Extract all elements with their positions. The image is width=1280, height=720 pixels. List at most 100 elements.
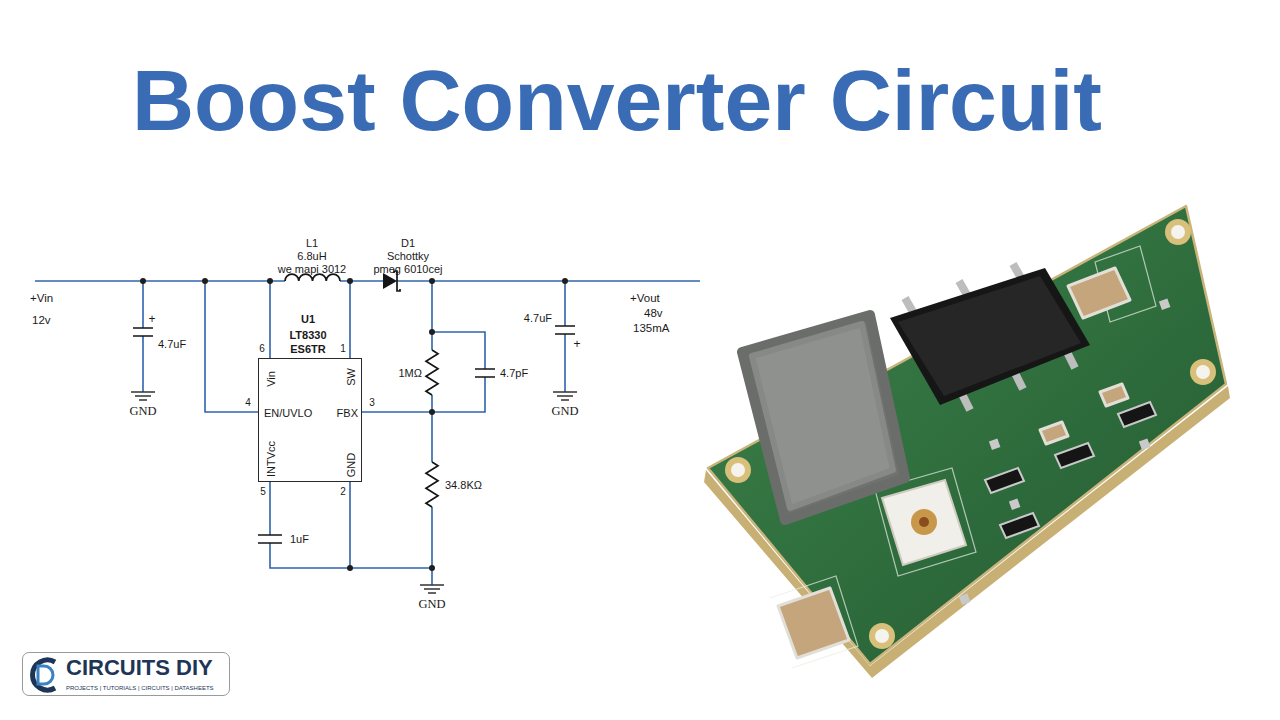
smd-resistor [985, 468, 1024, 493]
potentiometer-knob [911, 509, 937, 535]
junction-dot [429, 278, 435, 284]
mounting-holes [725, 219, 1216, 649]
hole [731, 463, 745, 477]
wire [431, 281, 433, 585]
logo-icon [33, 660, 55, 690]
logo-icon-d [38, 666, 53, 684]
wire [349, 281, 351, 358]
voltage-value: 48v [644, 306, 663, 320]
part-name: D1 [401, 237, 415, 250]
ground-label: GND [418, 597, 445, 612]
pin-name: EN/UVLO [264, 407, 312, 420]
ic-leg [905, 298, 913, 312]
solder-pad [1159, 299, 1171, 311]
pin-number: 2 [340, 486, 346, 498]
smd-resistor [1055, 443, 1094, 468]
inductor-top [752, 324, 893, 508]
junction-dot [562, 278, 568, 284]
pin-name: FBX [337, 407, 358, 420]
capacitor-symbol [555, 326, 575, 334]
ground-symbol [553, 392, 577, 400]
hole-pad [1165, 219, 1191, 245]
resistor-symbol [426, 462, 438, 507]
hole [1171, 225, 1185, 239]
ic-leg [1067, 352, 1075, 368]
hole [1196, 365, 1210, 379]
part-value: 4.7uF [158, 338, 186, 351]
polarity-mark: + [573, 337, 580, 351]
part-number: LT8330 ES6TR [282, 328, 334, 356]
logo-tagline: PROJECTS | TUTORIALS | CIRCUITS | DATASH… [66, 685, 214, 692]
hole-pad [869, 623, 895, 649]
wire [270, 482, 432, 568]
ceramic-capacitor [1068, 268, 1130, 318]
current-value: 135mA [633, 321, 669, 335]
junction-dot [267, 278, 273, 284]
wire [205, 281, 258, 412]
ic-chip: U1LT8330 ES6TRVinSWEN/UVLOFBXINTVccGND [258, 358, 362, 482]
page-title: Boost Converter Circuit [132, 52, 1102, 148]
solder-pad [1139, 439, 1151, 451]
junction-dot [429, 329, 435, 335]
junction-dot [140, 278, 146, 284]
ic-leg [1015, 373, 1023, 389]
part-number: we mapi 3012 [278, 263, 347, 276]
capacitor-symbol [133, 328, 153, 336]
junction-dot [429, 565, 435, 571]
part-value: 34.8KΩ [445, 479, 482, 492]
diode-symbol [383, 273, 397, 289]
inductor-symbol [285, 274, 340, 281]
ceramic-capacitor [1100, 384, 1128, 406]
capacitor-symbol [475, 369, 495, 377]
junction-dot [347, 565, 353, 571]
smd-resistor [1000, 513, 1039, 538]
logo-name: CIRCUITS DIY [66, 655, 213, 681]
capacitors [778, 268, 1130, 658]
net-name: +Vout [630, 291, 660, 305]
potentiometer [882, 480, 966, 565]
part-value: 4.7uF [524, 312, 552, 325]
junction-dots [140, 278, 568, 571]
part-number: pmeg 6010cej [373, 263, 442, 276]
ground-label: GND [129, 404, 156, 419]
net-name: +Vin [30, 291, 53, 305]
solder-pad [959, 594, 971, 606]
module-photo [704, 206, 1230, 678]
ground-symbol [420, 585, 444, 593]
wire [349, 482, 351, 568]
pin-name: SW [345, 368, 358, 386]
logo-icon-c [33, 660, 55, 690]
wire [362, 411, 432, 413]
part-type: Schottky [387, 250, 429, 263]
pin-name: GND [345, 453, 358, 477]
capacitor-symbol [258, 535, 282, 543]
pin-number: 3 [369, 397, 375, 409]
wire [269, 281, 271, 358]
part-value: 1uF [290, 533, 309, 546]
part-name: U1 [301, 313, 315, 326]
ground-symbol [131, 392, 155, 400]
wires [35, 281, 700, 585]
wire [35, 280, 285, 282]
inductor-body [742, 315, 905, 520]
pcb-board [708, 206, 1226, 664]
potentiometer-slot [919, 517, 929, 527]
junction-dot [347, 278, 353, 284]
wire [564, 281, 566, 392]
pin-number: 5 [260, 486, 266, 498]
ceramic-capacitor [1040, 422, 1068, 444]
part-value: 4.7pF [500, 367, 528, 380]
junction-dot [202, 278, 208, 284]
solder-pad [1009, 499, 1021, 511]
ic-leg [959, 281, 967, 295]
part-value: 1MΩ [398, 367, 422, 380]
resistors [985, 402, 1156, 538]
part-value: 6.8uH [297, 250, 326, 263]
wire [432, 332, 485, 412]
ground-symbols [131, 392, 577, 593]
wire [340, 280, 383, 282]
ic-package [890, 268, 1090, 405]
pin-name: Vin [265, 371, 278, 387]
ceramic-capacitor [778, 588, 849, 658]
ic-leg [1013, 264, 1021, 278]
